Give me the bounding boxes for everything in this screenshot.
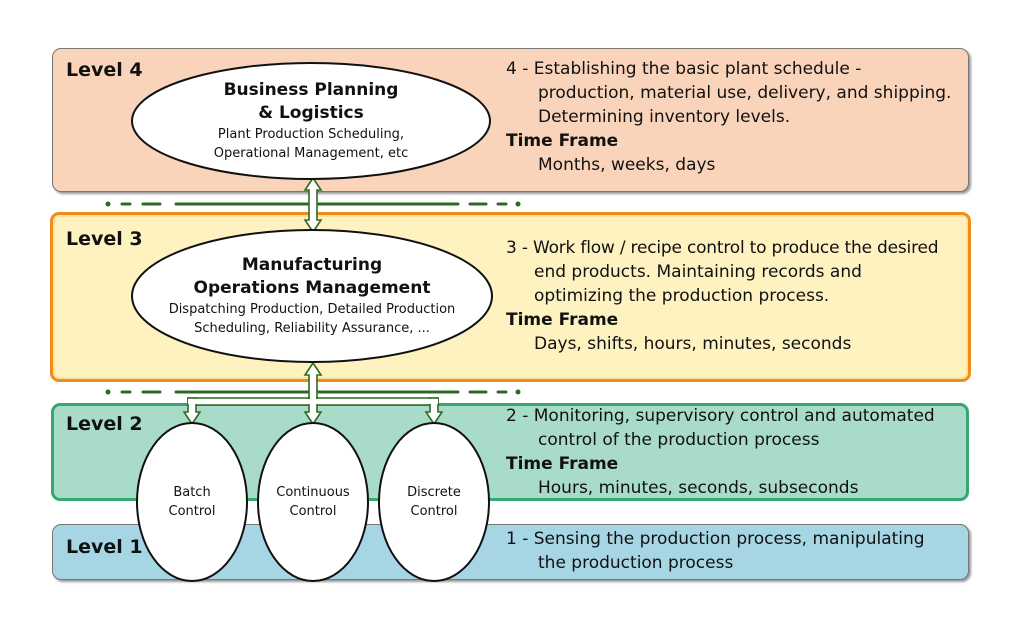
node-title-line1: Manufacturing	[241, 255, 383, 275]
ellipse-batch-control	[136, 422, 248, 582]
level-2-label: Level 2	[66, 413, 143, 435]
level-4-label: Level 4	[66, 59, 143, 81]
control-line1: Batch	[173, 485, 211, 500]
node-sub-line2: Scheduling, Reliability Assurance, ...	[194, 321, 430, 336]
level-3-label: Level 3	[66, 228, 143, 250]
ellipse-business-planning	[131, 62, 491, 180]
desc-line1: 2 - Monitoring, supervisory control and …	[506, 406, 935, 426]
desc-line2: production, material use, delivery, and …	[538, 83, 952, 103]
desc-line2: control of the production process	[538, 430, 820, 450]
level-2-description: 2 - Monitoring, supervisory control and …	[506, 404, 935, 500]
time-frame-value: Hours, minutes, seconds, subseconds	[538, 478, 859, 498]
desc-line1: 1 - Sensing the production process, mani…	[506, 529, 925, 549]
ellipse-discrete-control	[378, 422, 490, 582]
control-line1: Continuous	[276, 485, 350, 500]
desc-line1: 3 - Work flow / recipe control to produc…	[506, 238, 939, 258]
level-1-label: Level 1	[66, 536, 143, 558]
level-3-description: 3 - Work flow / recipe control to produc…	[506, 236, 939, 356]
desc-line2: the production process	[538, 553, 734, 573]
business-planning-node: Business Planning & Logistics Plant Prod…	[140, 68, 482, 174]
ellipse-manufacturing-ops	[131, 229, 493, 363]
discrete-control-node: Discrete Control	[382, 480, 486, 524]
ellipse-continuous-control	[257, 422, 369, 582]
node-title-line2: Operations Management	[193, 278, 431, 298]
time-frame-label: Time Frame	[506, 131, 619, 151]
time-frame-label: Time Frame	[506, 310, 619, 330]
control-line2: Control	[168, 504, 216, 519]
node-title-line1: Business Planning	[223, 80, 399, 100]
batch-control-node: Batch Control	[140, 480, 244, 524]
time-frame-label: Time Frame	[506, 454, 619, 474]
control-line2: Control	[289, 504, 337, 519]
node-title-line2: & Logistics	[258, 103, 364, 123]
level-1-description: 1 - Sensing the production process, mani…	[506, 527, 925, 575]
time-frame-value: Months, weeks, days	[538, 155, 716, 175]
control-line1: Discrete	[407, 485, 461, 500]
level-4-description: 4 - Establishing the basic plant schedul…	[506, 57, 951, 177]
continuous-control-node: Continuous Control	[261, 480, 365, 524]
desc-line3: optimizing the production process.	[534, 286, 830, 306]
node-sub-line2: Operational Management, etc	[213, 146, 409, 161]
node-sub-line1: Dispatching Production, Detailed Product…	[168, 302, 456, 317]
control-line2: Control	[410, 504, 458, 519]
desc-line1: 4 - Establishing the basic plant schedul…	[506, 59, 862, 79]
manufacturing-ops-node: Manufacturing Operations Management Disp…	[140, 244, 484, 348]
node-sub-line1: Plant Production Scheduling,	[217, 127, 405, 142]
time-frame-value: Days, shifts, hours, minutes, seconds	[534, 334, 852, 354]
desc-line2: end products. Maintaining records and	[534, 262, 862, 282]
desc-line3: Determining inventory levels.	[538, 107, 791, 127]
